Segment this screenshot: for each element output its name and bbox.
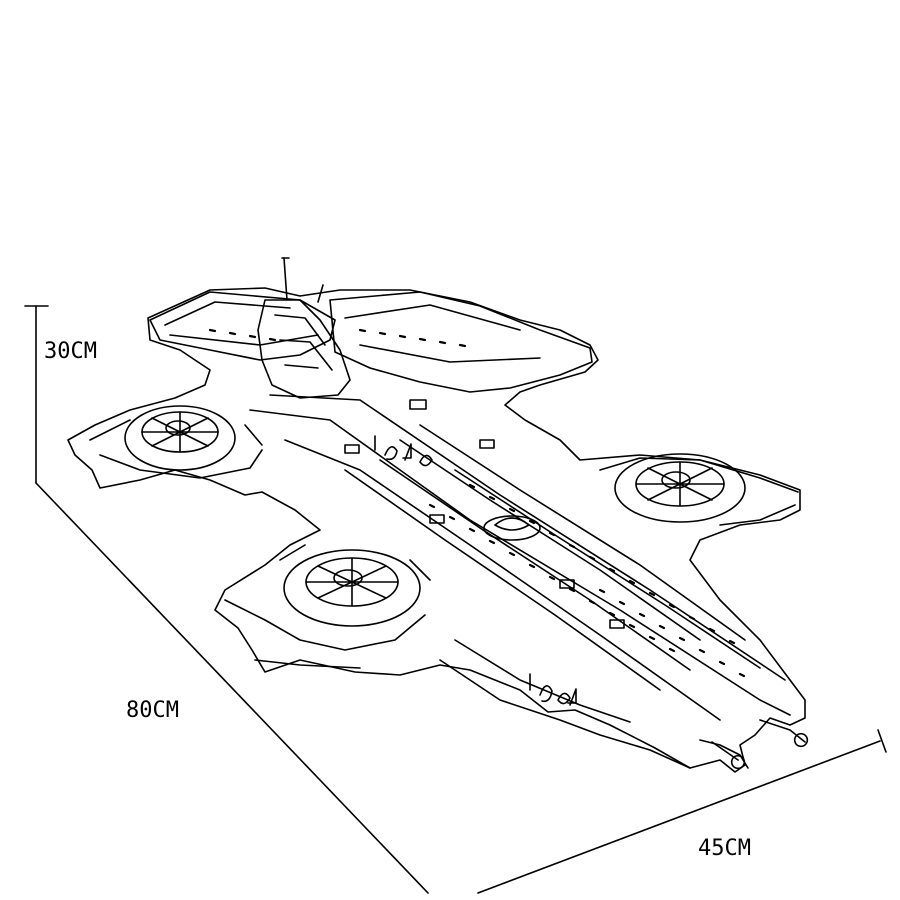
rotor-pod-left-lower [224,544,431,669]
runway-markers [208,328,746,678]
runway [249,394,791,721]
bow-tip [711,732,809,770]
upper-right-rail [344,304,541,363]
width-dimension-line [477,740,881,894]
helicarrier-model-illustration [67,257,809,773]
length-dimension-label: 80CM [126,698,179,723]
height-dimension-label: 30CM [44,339,97,364]
width-dimension-label: 45CM [698,836,751,861]
deck-hatches [344,399,625,629]
hull-side-lower [439,639,691,769]
deck-emblem [483,515,541,541]
hull-outline [67,287,806,773]
hull-number-upper [374,435,433,467]
control-tower [257,299,351,399]
upper-deck-rail [164,301,319,346]
length-dimension-line [35,482,429,894]
hull-number-lower [529,673,577,706]
width-end-cap [877,729,887,753]
tower-details [274,314,333,371]
upper-right-deck [329,291,593,393]
antenna-small [317,284,324,303]
emblem-wings [494,517,530,531]
rotor-pod-right [599,453,799,526]
rotor-pod-left-upper [89,405,263,479]
dimension-lines [24,305,887,894]
antenna-mast [283,257,288,301]
